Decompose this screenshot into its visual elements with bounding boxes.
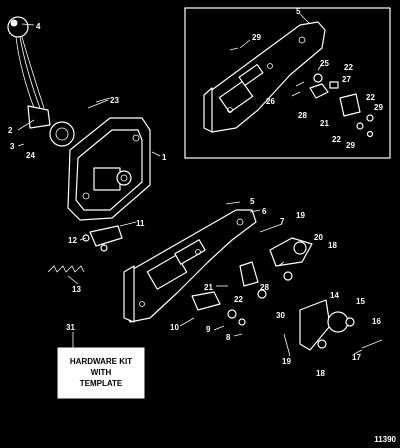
left-small-parts [47,225,123,273]
callout-14: 14 [330,291,339,300]
callout-20: 20 [314,233,323,242]
callout-2: 2 [8,126,13,135]
callout-8: 8 [226,333,231,342]
callout-29-inset-a: 29 [252,33,261,42]
callout-22-inset-c: 22 [332,135,341,144]
callout-22: 22 [234,295,243,304]
callout-28-inset: 28 [298,111,307,120]
control-handle [7,16,75,147]
inset-small-parts [229,47,374,138]
lower-right-parts [191,223,383,357]
kit-line-1: HARDWARE KIT [70,357,132,366]
callout-17: 17 [352,353,361,362]
callout-5: 5 [250,197,255,206]
callout-27: 27 [342,75,351,84]
callout-29-inset-b: 29 [374,103,383,112]
callout-5-inset: 5 [296,7,301,16]
kit-line-3: TEMPLATE [80,379,123,388]
callout-13: 13 [72,285,81,294]
inset-frame [184,7,391,159]
callout-11: 11 [136,219,145,228]
callout-1: 1 [162,153,167,162]
callout-15: 15 [356,297,365,306]
control-housing [67,117,151,221]
kit-line-2: WITH [91,368,112,377]
callout-29-inset-c: 29 [346,141,355,150]
callout-18-upper: 18 [328,241,337,250]
callout-25: 25 [320,59,329,68]
callout-9: 9 [206,325,211,334]
callouts: 4 23 2 3 24 1 11 12 13 31 5 29 25 22 27 … [8,7,383,378]
handle-pin [87,99,109,109]
callout-16: 16 [372,317,381,326]
callout-28: 28 [260,283,269,292]
callout-31: 31 [66,323,75,332]
inset-mounting-plate [203,21,326,133]
callout-22-inset-a: 22 [344,63,353,72]
lower-mounting-plate [123,209,257,323]
callout-26: 26 [266,97,275,106]
callout-7: 7 [280,217,285,226]
callout-21-inset: 21 [320,119,329,128]
callout-21: 21 [204,283,213,292]
callout-3: 3 [10,142,15,151]
callout-19-lower: 19 [282,357,291,366]
callout-6: 6 [262,207,267,216]
callout-30: 30 [276,311,285,320]
callout-19-upper: 19 [296,211,305,220]
callout-18-lower: 18 [316,369,325,378]
callout-10: 10 [170,323,179,332]
callout-4: 4 [36,22,41,31]
callout-23: 23 [110,96,119,105]
figure-number: 11390 [374,435,396,444]
hardware-kit-box: HARDWARE KIT WITH TEMPLATE [57,347,145,399]
callout-24: 24 [26,151,35,160]
callout-12: 12 [68,236,77,245]
leader-lines [17,13,363,355]
callout-22-inset-b: 22 [366,93,375,102]
